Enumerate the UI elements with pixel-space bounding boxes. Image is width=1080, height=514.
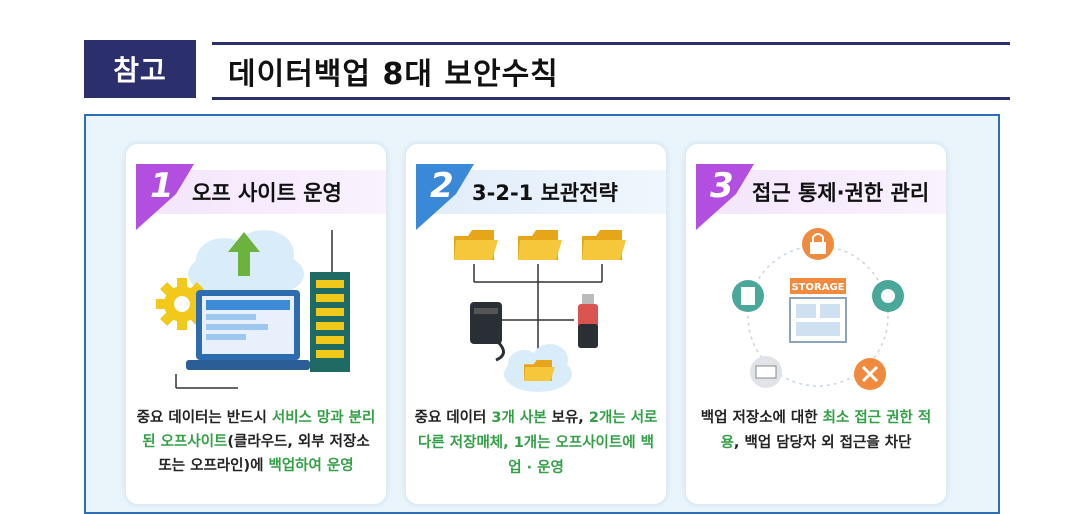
folder-icon xyxy=(582,230,626,260)
highlight-text: 2개는 서로 다른 저장매체, 1개는 오프사이트에 백업 · 운영 xyxy=(418,410,658,476)
highlight-text: 서비스 망과 분리된 오프사이트 xyxy=(142,410,376,450)
access-control-illustration: STORAGE xyxy=(732,228,904,390)
svg-text:STORAGE: STORAGE xyxy=(791,282,844,293)
highlight-text: 백업하여 운영 xyxy=(268,458,354,474)
card-number: 3 xyxy=(710,166,734,206)
highlight-text: 3개 사본 xyxy=(491,410,547,426)
description-text: 백업 저장소에 대한 xyxy=(700,410,823,426)
lock-icon xyxy=(802,228,834,260)
card-header: 1 오프 사이트 운영 xyxy=(136,164,386,230)
header-bottom-rule xyxy=(212,97,1010,100)
monitor-icon xyxy=(186,290,310,370)
card-number: 1 xyxy=(150,166,174,206)
number-badge-icon xyxy=(696,164,754,230)
description-text: (클라우드, 외부 저장소 또는 오프라인)에 xyxy=(158,434,370,474)
card-header: 2 3-2-1 보관전략 xyxy=(416,164,666,230)
storage-sign-icon: STORAGE xyxy=(789,278,847,343)
folder-icon xyxy=(454,230,498,260)
folder-icon xyxy=(518,230,562,260)
description-text: 중요 데이터는 반드시 xyxy=(136,410,272,426)
number-badge-icon xyxy=(136,164,194,230)
description-text: 보유, xyxy=(546,410,589,426)
card-offsite: 1 오프 사이트 운영 xyxy=(126,144,386,504)
offsite-illustration xyxy=(156,230,350,389)
document-icon xyxy=(732,280,764,312)
card-header: 3 접근 통제·권한 관리 xyxy=(696,164,946,230)
card-title: 접근 통제·권한 관리 xyxy=(752,181,930,205)
header-top-rule xyxy=(212,42,1010,45)
highlight-text: 최소 접근 권한 적용 xyxy=(720,410,932,451)
card-321-strategy: 2 3-2-1 보관전략 xyxy=(406,144,666,504)
description-text: 중요 데이터 xyxy=(414,410,492,426)
denied-icon xyxy=(854,358,886,390)
card-description: 중요 데이터는 반드시 서비스 망과 분리된 오프사이트(클라우드, 외부 저장… xyxy=(134,406,378,478)
card-title: 3-2-1 보관전략 xyxy=(472,181,618,205)
card-reader-icon xyxy=(750,356,782,388)
external-drive-icon xyxy=(470,302,505,362)
card-title: 오프 사이트 운영 xyxy=(192,181,342,205)
usb-drive-icon xyxy=(578,294,598,348)
card-description: 중요 데이터 3개 사본 보유, 2개는 서로 다른 저장매체, 1개는 오프사… xyxy=(414,406,658,481)
page-title: 데이터백업 8대 보안수칙 xyxy=(228,57,559,92)
settings-icon xyxy=(872,280,904,312)
321-illustration xyxy=(454,230,626,392)
description-text: , 백업 담당자 외 접근을 차단 xyxy=(733,435,912,451)
card-description: 백업 저장소에 대한 최소 접근 권한 적용, 백업 담당자 외 접근을 차단 xyxy=(694,406,938,456)
server-rack-icon xyxy=(310,272,350,372)
card-access-control: 3 접근 통제·권한 관리 STORAGE xyxy=(686,144,946,504)
card-number: 2 xyxy=(430,166,454,206)
number-badge-icon xyxy=(416,164,474,230)
cloud-folder-icon xyxy=(504,344,572,392)
upload-arrow-icon xyxy=(228,232,260,276)
reference-tag: 참고 xyxy=(84,40,196,98)
gear-icon xyxy=(156,278,208,330)
